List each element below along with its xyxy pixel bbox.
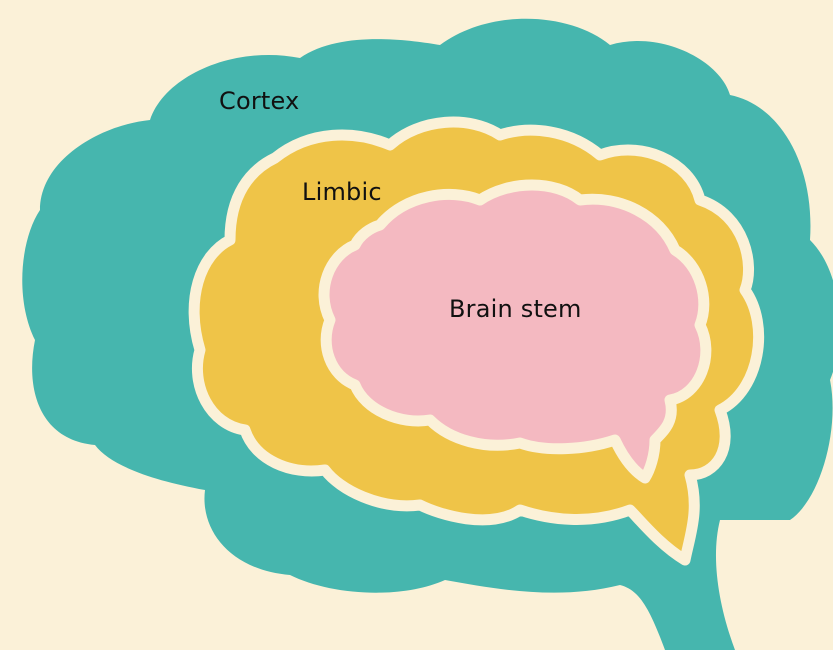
brain-stem-label: Brain stem xyxy=(449,295,582,323)
cortex-label: Cortex xyxy=(219,87,299,115)
limbic-label: Limbic xyxy=(302,178,382,206)
